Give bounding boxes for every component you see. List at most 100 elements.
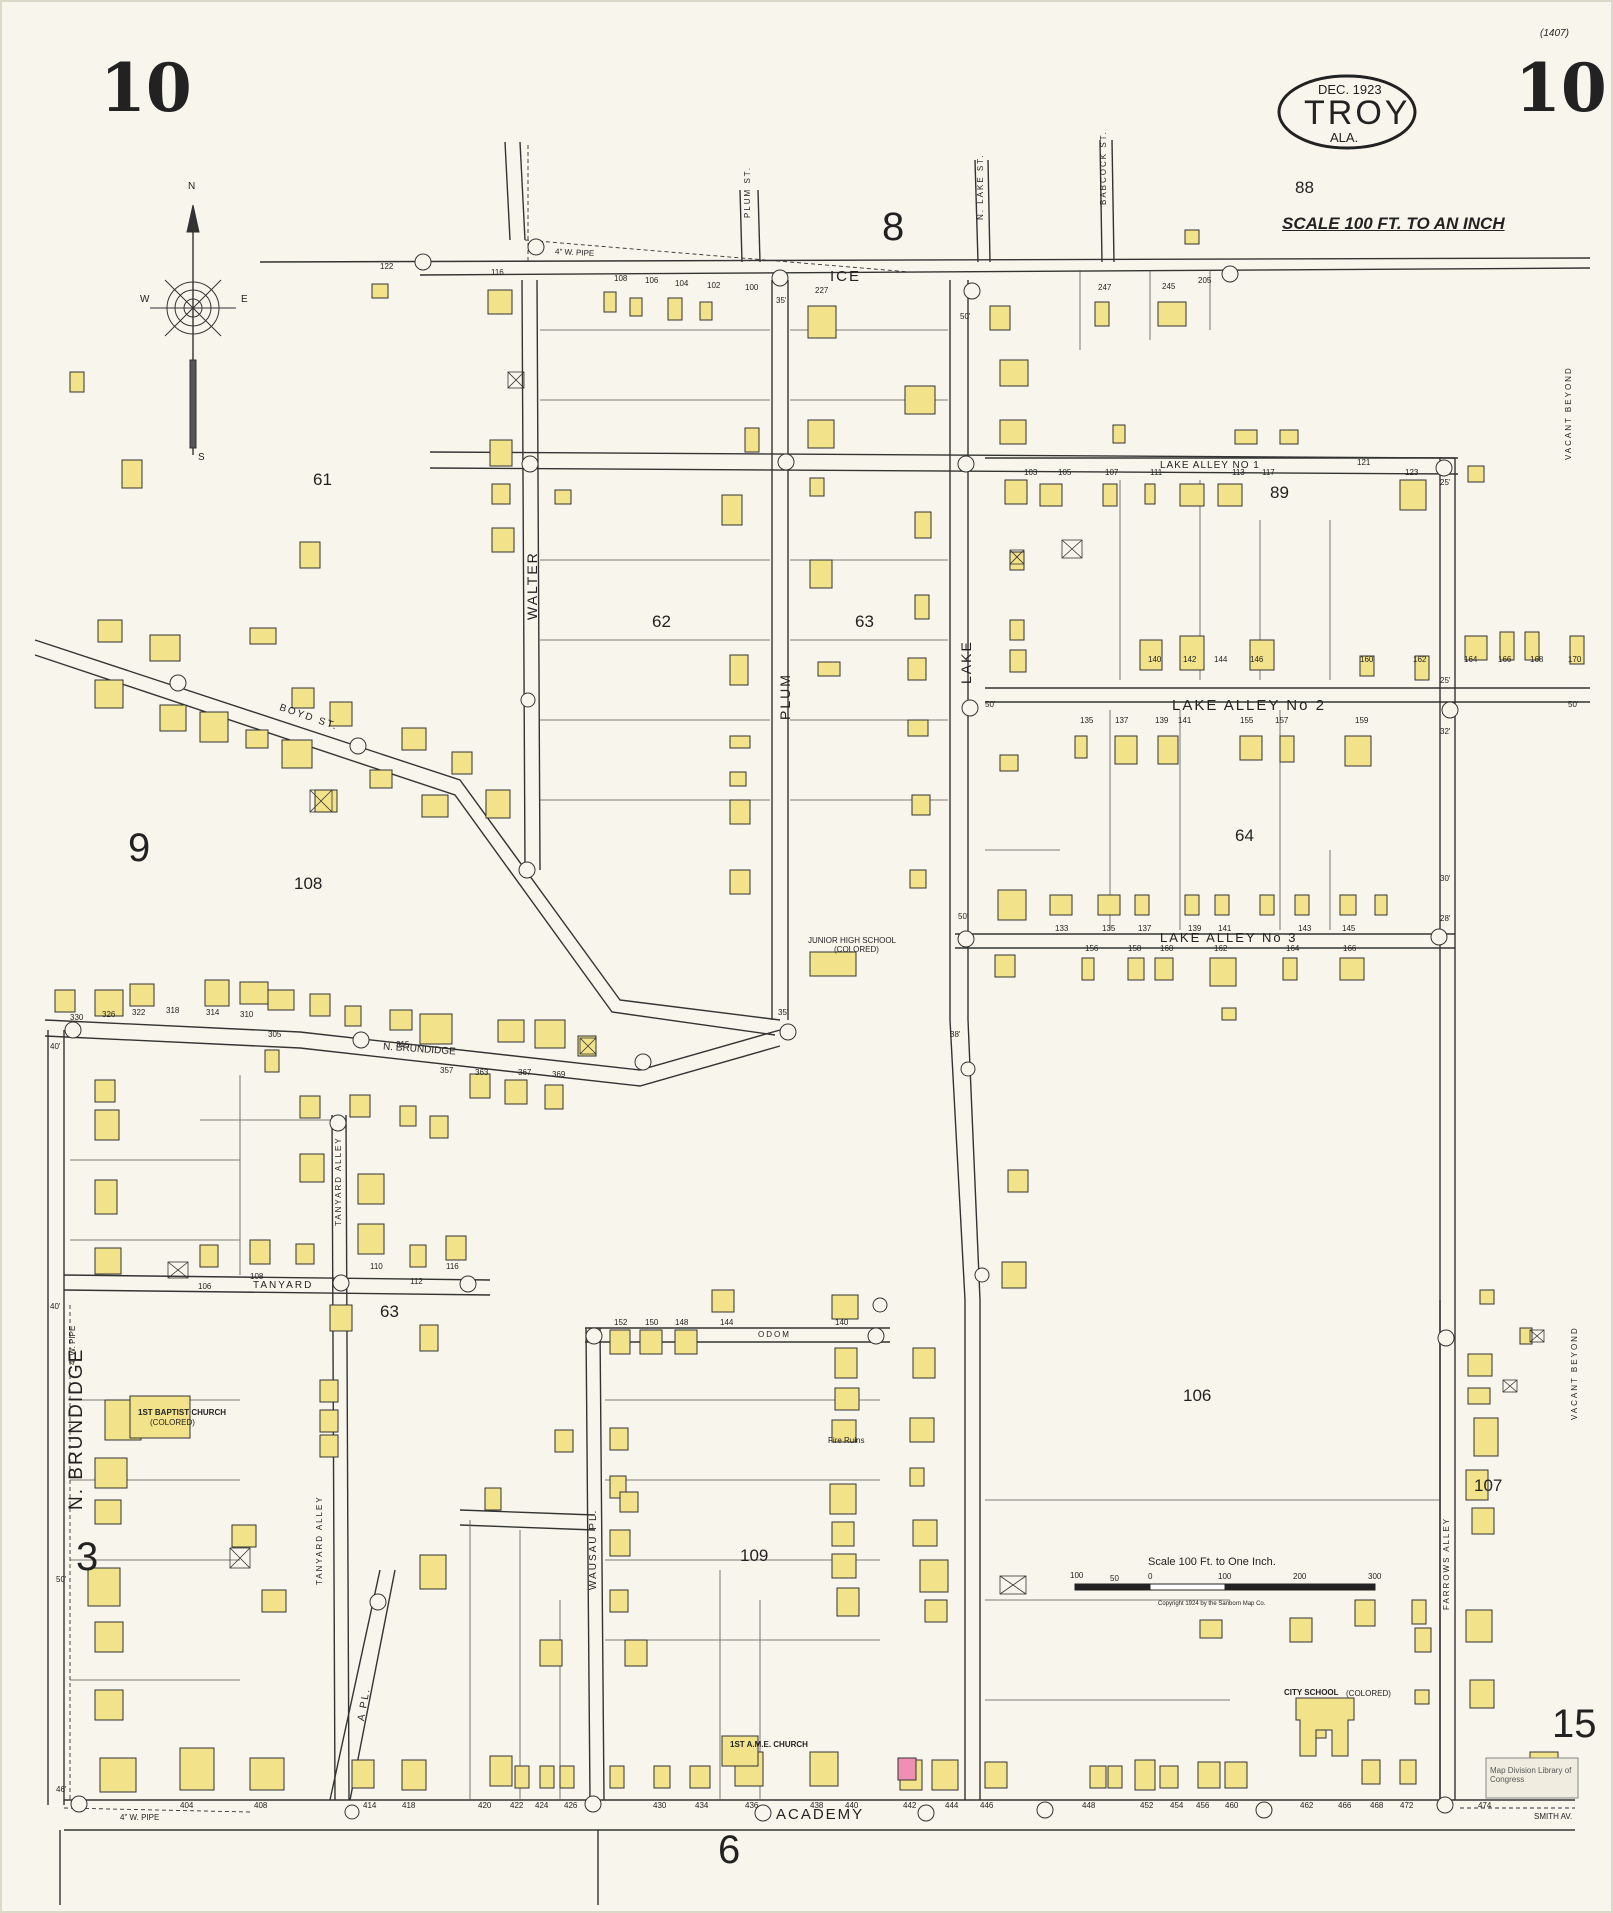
block-106: 106	[1183, 1386, 1212, 1405]
street-smith-av: SMITH AV.	[1534, 1812, 1573, 1821]
scale-note: SCALE 100 FT. TO AN INCH	[1282, 214, 1505, 233]
house-number: 460	[1225, 1801, 1239, 1810]
street-odom: ODOM	[758, 1330, 791, 1339]
house-number: 454	[1170, 1801, 1184, 1810]
street-tanyard-alley-2: TANYARD ALLEY	[315, 1495, 324, 1585]
house-number: 164	[1286, 944, 1300, 953]
house-number: 474	[1478, 1801, 1492, 1810]
house-number: 166	[1343, 944, 1357, 953]
adjoining-bottom[interactable]: 6	[718, 1828, 741, 1872]
house-number: 133	[1055, 924, 1069, 933]
title-cartouche-frame	[1277, 74, 1417, 150]
house-number: 157	[1275, 716, 1289, 725]
scale-tick-200: 200	[1293, 1572, 1307, 1581]
street-babcock-st: BABCOCK ST.	[1099, 130, 1108, 205]
house-number: 440	[845, 1801, 859, 1810]
compass-s: S	[198, 452, 205, 463]
house-number: 472	[1400, 1801, 1414, 1810]
house-number: 418	[402, 1801, 416, 1810]
vacant-beyond-upper: VACANT BEYOND	[1564, 366, 1573, 460]
adjoining-left[interactable]: 9	[128, 826, 151, 870]
street-n-lake-st: N. LAKE ST.	[976, 153, 985, 220]
house-number: 160	[1160, 944, 1174, 953]
wausau-e	[599, 1327, 605, 1801]
dimension-label: 46'	[56, 1785, 67, 1794]
dimension-label: 50'	[1568, 700, 1579, 709]
house-number: 422	[510, 1801, 524, 1810]
street-tanyard-alley: TANYARD ALLEY	[334, 1136, 343, 1226]
dimension-label: 35'	[776, 296, 787, 305]
adjoining-lower-left[interactable]: 3	[76, 1535, 99, 1579]
dimension-label: 50'	[56, 1575, 67, 1584]
pipe-note-academy: 4" W. PIPE	[120, 1813, 160, 1822]
street-lake-alley-1: LAKE ALLEY NO 1	[1160, 460, 1260, 471]
house-number: 141	[1178, 716, 1192, 725]
house-number: 137	[1138, 924, 1152, 933]
catalog-mark: (1407)	[1540, 28, 1569, 39]
ice-street-north	[259, 257, 1591, 263]
house-number: 363	[475, 1068, 489, 1077]
house-number: 139	[1188, 924, 1202, 933]
cross-street-s	[429, 467, 1459, 475]
street-academy: ACADEMY	[776, 1806, 865, 1823]
house-number: 322	[132, 1008, 146, 1017]
house-number: 247	[1098, 283, 1112, 292]
house-number: 426	[564, 1801, 578, 1810]
plum-st-north-w	[739, 189, 743, 263]
house-number: 140	[835, 1318, 849, 1327]
house-number: 438	[810, 1801, 824, 1810]
scale-tick-0: 0	[1148, 1572, 1153, 1581]
house-number: 108	[614, 274, 628, 283]
house-number: 227	[815, 286, 829, 295]
babcock-w	[1099, 139, 1103, 263]
house-number: 305	[268, 1030, 282, 1039]
house-number: 430	[653, 1801, 667, 1810]
n-brundidge-n	[44, 1019, 781, 1071]
house-number: 150	[645, 1318, 659, 1327]
boyd-st-s	[34, 654, 776, 1036]
street-n-brundidge: N. BRUNDIDGE	[66, 1347, 87, 1510]
city-school-bldg	[1295, 1697, 1355, 1757]
library-stamp-frame	[1485, 1757, 1579, 1799]
house-number: 162	[1413, 655, 1427, 664]
house-number: 462	[1300, 1801, 1314, 1810]
house-number: 408	[254, 1801, 268, 1810]
house-number: 318	[166, 1006, 180, 1015]
house-number: 330	[70, 1013, 84, 1022]
block-63: 63	[855, 612, 874, 631]
house-number: 143	[1298, 924, 1312, 933]
lake-e	[967, 280, 981, 1800]
house-number: 135	[1080, 716, 1094, 725]
tanyard-alley-e	[345, 1114, 350, 1801]
page-number-left: 10	[100, 49, 192, 127]
street-tanyard: TANYARD	[253, 1280, 314, 1291]
stub-2	[519, 141, 526, 241]
compass-n: N	[188, 181, 196, 192]
house-number: 160	[1360, 655, 1374, 664]
dimension-label: 35'	[778, 1008, 789, 1017]
adjoining-top[interactable]: 8	[882, 205, 905, 249]
dimension-label: 28'	[1440, 914, 1451, 923]
block-61: 61	[313, 470, 332, 489]
special-buildings	[897, 1757, 917, 1781]
house-number: 142	[1183, 655, 1197, 664]
copyright: Copyright 1924 by the Sanborn Map Co.	[1158, 1601, 1266, 1607]
label-city-school: CITY SCHOOL	[1284, 1688, 1339, 1697]
adjoining-lower-right[interactable]: 15	[1552, 1702, 1597, 1746]
house-number: 166	[1498, 655, 1512, 664]
block-64: 64	[1235, 826, 1254, 845]
street-plum: PLUM	[777, 673, 793, 720]
library-stamp: Map Division Library of Congress	[1490, 1766, 1572, 1784]
street-lake: LAKE	[958, 640, 974, 684]
street-plum-st: PLUM ST.	[743, 165, 752, 218]
street-wausau-pl: WAUSAU PL.	[588, 1508, 599, 1590]
house-number: 164	[1464, 655, 1478, 664]
scale-tick-100: 100	[1218, 1572, 1232, 1581]
label-junior-high: JUNIOR HIGH SCHOOL	[808, 936, 897, 945]
house-number: 116	[491, 268, 504, 277]
house-number: 148	[675, 1318, 689, 1327]
tanyard-n	[63, 1274, 491, 1281]
street-lake-alley-3: LAKE ALLEY No 3	[1160, 930, 1298, 945]
house-number: 123	[1405, 468, 1419, 477]
label-fire-ruins: Fire Ruins	[828, 1436, 865, 1445]
